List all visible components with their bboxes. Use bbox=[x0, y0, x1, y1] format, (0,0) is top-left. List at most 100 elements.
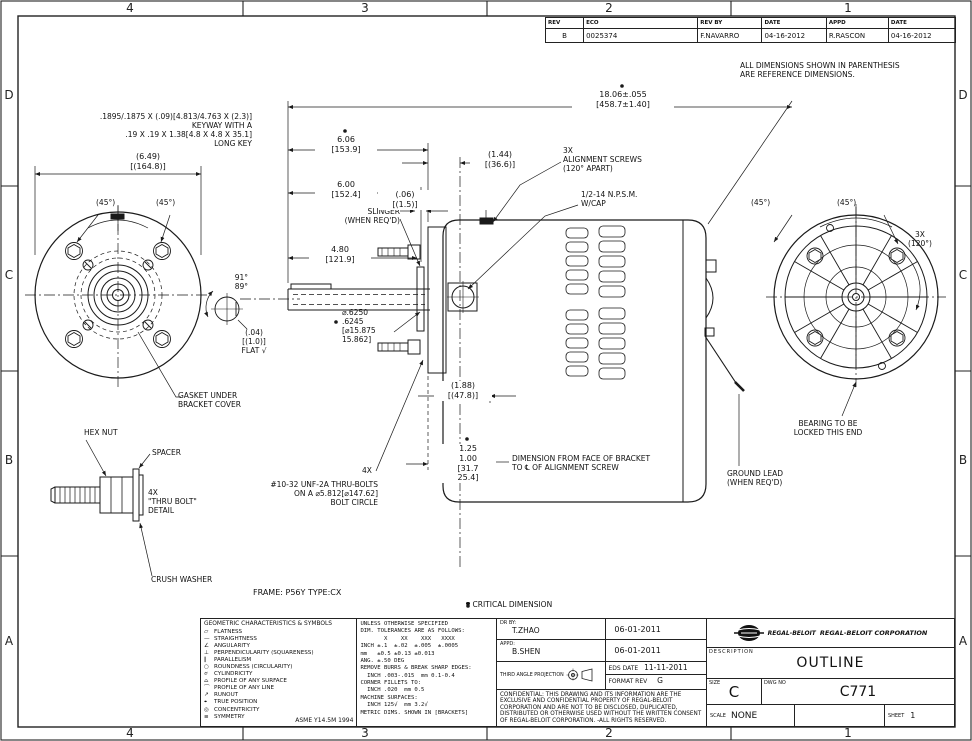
zone-label: 4 bbox=[126, 726, 134, 740]
shaft-diameter-dim: ⌀.6250 .6245 [⌀15.875 15.862] bbox=[342, 308, 376, 345]
cylindricity-symbol: ⌭ bbox=[204, 671, 209, 678]
confidential-notice: CONFIDENTIAL: THIS DRAWING AND ITS INFOR… bbox=[499, 691, 702, 724]
gcs-item: ◎CONCENTRICITY bbox=[204, 707, 353, 714]
tolerance-line: UNLESS OTHERWISE SPECIFIED bbox=[360, 621, 448, 627]
gcs-label: ANGULARITY bbox=[214, 642, 250, 649]
gcs-item: ⌭ CYLINDRICITY bbox=[204, 671, 353, 678]
sheet-value: 1 bbox=[910, 711, 916, 721]
company-logo-row: REGAL-BELOIT REGAL-BELOIT CORPORATION bbox=[706, 619, 954, 649]
zone-label: D bbox=[958, 88, 968, 102]
zone-label: D bbox=[4, 88, 14, 102]
gcs-label: FLATNESS bbox=[214, 628, 243, 635]
zone-label: B bbox=[4, 453, 14, 467]
scale-label: SCALE bbox=[709, 712, 726, 719]
flatness-symbol: ▱ bbox=[204, 628, 209, 635]
critical-dim-text: CRITICAL DIMENSION bbox=[472, 600, 553, 609]
gcs-label: SYMMETRY bbox=[214, 713, 245, 720]
description-row: DESCRIPTION OUTLINE bbox=[706, 648, 954, 679]
revby-value: F.NAVARRO bbox=[697, 28, 763, 43]
gcs-label: ROUNDNESS (CIRCULARITY) bbox=[214, 663, 293, 670]
zone-label: A bbox=[958, 634, 968, 648]
angularity-symbol: ∠ bbox=[204, 642, 210, 649]
tolerance-line: X XX XXX XXXX bbox=[360, 635, 455, 642]
zone-label: C bbox=[958, 268, 968, 282]
date-header: DATE bbox=[761, 17, 827, 29]
date-value: 04-16-2012 bbox=[887, 28, 957, 43]
appd-date: 06-01-2011 bbox=[614, 645, 661, 655]
spacer-callout: SPACER bbox=[152, 448, 181, 457]
profile-line-symbol: ⌒ bbox=[204, 685, 210, 692]
gcs-label: CYLINDRICITY bbox=[214, 671, 253, 678]
slinger-callout: SLINGER (WHEN REQ'D) bbox=[344, 207, 400, 226]
parallelism-symbol: ∥ bbox=[204, 656, 207, 663]
thru-bolts-4x-label: 4X bbox=[362, 466, 372, 475]
description-label: DESCRIPTION bbox=[708, 649, 754, 656]
gcs-label: PROFILE OF ANY LINE bbox=[214, 685, 275, 692]
size-label: SIZE bbox=[708, 679, 721, 686]
appd-name: B.SHEN bbox=[511, 647, 541, 657]
gcs-item: ↗RUNOUT bbox=[204, 692, 353, 699]
critical-dimension-note: CRITICAL DIMENSION bbox=[466, 600, 553, 609]
eco-header: ECO bbox=[583, 17, 699, 29]
reference-dims-note: ALL DIMENSIONS SHOWN IN PARENTHESIS ARE … bbox=[740, 61, 900, 80]
dr-by-name: T.ZHAO bbox=[511, 626, 540, 635]
size-cell: SIZE C bbox=[707, 678, 762, 705]
dim-0-06: (.06) [(1.5)] bbox=[378, 190, 432, 210]
format-rev-label: FORMAT REV bbox=[608, 678, 648, 686]
zone-label: 1 bbox=[844, 1, 852, 15]
thru-bolt-detail-callout: 4X "THRU BOLT" DETAIL bbox=[148, 488, 197, 516]
fan-end-view bbox=[766, 204, 946, 417]
format-rev-cell: FORMAT REV G bbox=[606, 675, 706, 688]
zone-label: 2 bbox=[605, 726, 613, 740]
dwg-no-cell: DWG NO C771 bbox=[762, 679, 954, 705]
gcs-item: ∥ PARALLELISM bbox=[204, 657, 353, 664]
zone-label: A bbox=[4, 634, 14, 648]
runout-symbol: ↗ bbox=[204, 692, 209, 699]
left-45deg-label: (45°) bbox=[156, 198, 176, 207]
left-45deg-label: (45°) bbox=[96, 198, 116, 207]
title-block: GEOMETRIC CHARACTERISTICS & SYMBOLS ▱FLA… bbox=[200, 618, 955, 727]
eco-value: 0025374 bbox=[583, 28, 699, 43]
regal-beloit-globe-icon bbox=[733, 625, 764, 642]
blank-cell bbox=[795, 705, 885, 727]
true-position-symbol: ⌖ bbox=[204, 699, 208, 706]
gcs-label: PARALLELISM bbox=[214, 656, 252, 663]
roundness-symbol: ○ bbox=[204, 663, 209, 670]
gcs-label: PROFILE OF ANY SURFACE bbox=[214, 678, 287, 685]
gcs-item: ⌓ PROFILE OF ANY SURFACE bbox=[204, 678, 353, 685]
tolerance-line: INCH .003-.015 mm 0.1-0.4 bbox=[360, 672, 455, 679]
gcs-item: ○ ROUNDNESS (CIRCULARITY) bbox=[204, 664, 353, 671]
gcs-item: ▱ FLATNESS bbox=[204, 629, 353, 636]
rev-header: REV bbox=[544, 17, 585, 29]
ground-lead-callout: GROUND LEAD (WHEN REQ'D) bbox=[727, 469, 784, 488]
gcs-label: STRAIGHTNESS bbox=[214, 635, 257, 642]
projection-cell: THIRD ANGLE PROJECTION bbox=[497, 661, 607, 689]
drawn-by-cell: DR BY: T.ZHAO bbox=[497, 619, 607, 640]
gcs-label: TRUE POSITION bbox=[214, 699, 258, 706]
logo-wordmark: REGAL-BELOIT bbox=[767, 629, 816, 637]
dim-18-06: 18.06±.055 [458.7±1.40] bbox=[572, 90, 674, 110]
scale-value: NONE bbox=[730, 710, 758, 721]
crush-washer-callout: CRUSH WASHER bbox=[151, 575, 213, 584]
third-angle-projection-icon bbox=[566, 668, 593, 682]
company-name: REGAL-BELOIT CORPORATION bbox=[819, 629, 928, 638]
gcs-item: —STRAIGHTNESS bbox=[204, 636, 353, 643]
rev-value: B bbox=[544, 28, 585, 43]
tolerance-line: DIM. TOLERANCES ARE AS FOLLOWS: bbox=[360, 628, 465, 635]
sheet-cell: SHEET 1 bbox=[885, 705, 954, 726]
format-rev-value: G bbox=[657, 676, 663, 686]
thru-bolts-callout: #10-32 UNF-2A THRU-BOLTS ON A ⌀5.812[⌀14… bbox=[270, 480, 378, 508]
signature-block: DR BY: T.ZHAO 06-01-2011 APPD: B.SHEN 06… bbox=[496, 619, 707, 726]
zone-label: 4 bbox=[126, 1, 134, 15]
gcs-item: ≡SYMMETRY bbox=[204, 714, 353, 721]
dim-1-25: 1.25 1.00 [31.7 25.4] bbox=[442, 444, 494, 483]
drawing-description: OUTLINE bbox=[796, 655, 865, 672]
profile-surface-symbol: ⌓ bbox=[204, 678, 209, 685]
dim-from-face-note: DIMENSION FROM FACE OF BRACKET TO ℄ OF A… bbox=[512, 454, 651, 473]
gcs-item: ∠ ANGULARITY bbox=[204, 643, 353, 650]
eds-date-value: 11-11-2011 bbox=[644, 662, 688, 672]
dim-1-44: (1.44) [(36.6)] bbox=[470, 150, 530, 170]
tolerance-line: ANG. ±.50 DEG bbox=[360, 657, 405, 664]
